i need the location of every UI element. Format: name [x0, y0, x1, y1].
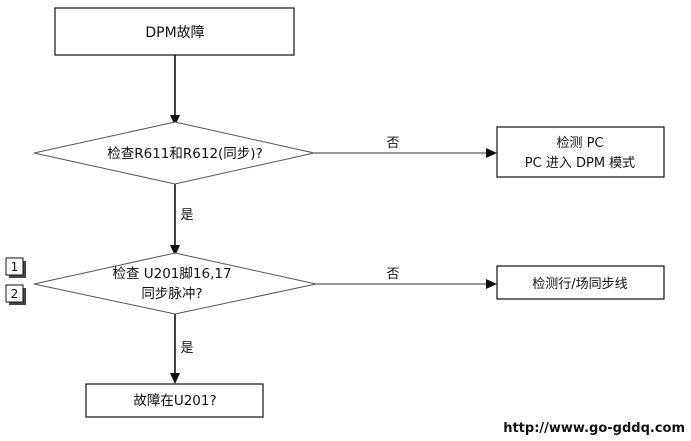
arrowhead-action2-icon: [486, 279, 497, 289]
arrowhead-check2-icon: [170, 245, 180, 256]
start-label: DPM故障: [145, 25, 204, 41]
arrowhead-check1-icon: [170, 115, 180, 126]
end-node: 故障在U201?: [85, 383, 264, 418]
start-node: DPM故障: [54, 7, 295, 56]
action1-label-line1: 检测 PC: [556, 136, 603, 151]
decision-check1-label: 检查R611和R612(同步)?: [107, 146, 263, 162]
edge-label-yes2: 是: [180, 341, 193, 356]
action1-label-line2: PC 进入 DPM 模式: [525, 156, 635, 171]
decision-check2-label-line2: 同步脉冲?: [141, 286, 202, 302]
decision-check1: 检查R611和R612(同步)?: [33, 121, 315, 185]
decision-check2: 检查 U201脚16,17 同步脉冲?: [33, 252, 317, 315]
step-marker-2: 2: [5, 284, 26, 305]
action2-label: 检测行/场同步线: [532, 277, 627, 292]
edge-label-yes1: 是: [180, 208, 193, 223]
edge-label-no1: 否: [386, 136, 399, 151]
step-marker-1: 1: [5, 257, 26, 278]
action1-node: 检测 PC PC 进入 DPM 模式: [496, 126, 665, 178]
decision-check2-label-line1: 检查 U201脚16,17: [112, 266, 231, 282]
arrowhead-action1-icon: [486, 148, 497, 158]
action2-node: 检测行/场同步线: [496, 265, 665, 300]
step-marker-1-label: 1: [11, 260, 19, 274]
arrowhead-end-icon: [170, 373, 180, 384]
edge-label-no2: 否: [386, 267, 399, 282]
end-label: 故障在U201?: [133, 393, 216, 409]
watermark-url: http://www.go-gddq.com: [503, 421, 685, 436]
step-marker-2-label: 2: [11, 287, 19, 301]
